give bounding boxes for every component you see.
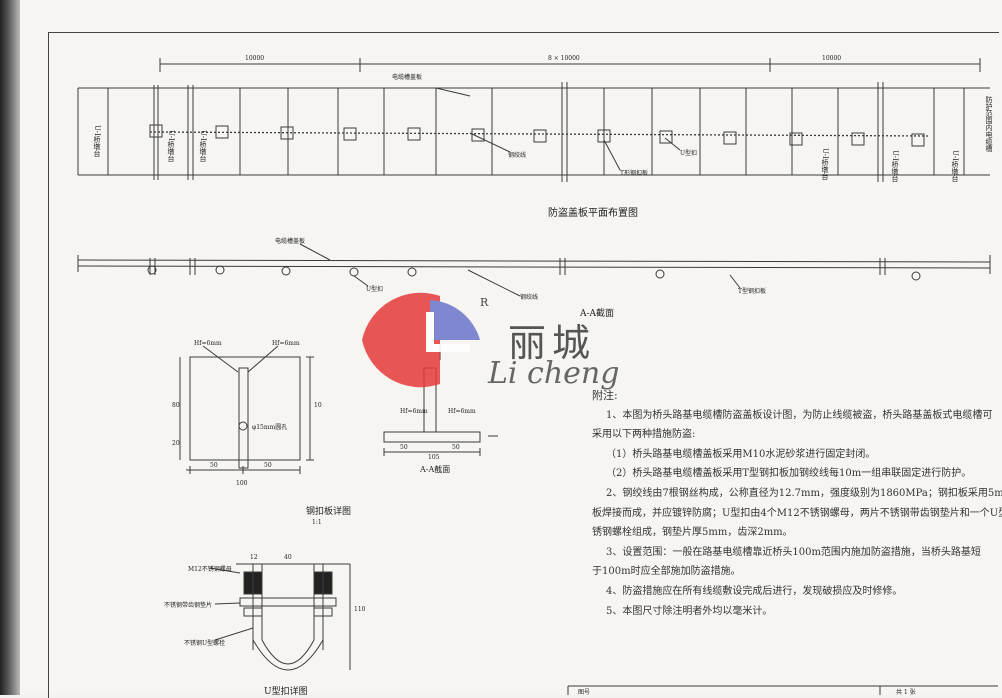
sheet-border: [48, 32, 999, 698]
abutment-label-3: U-I桥墩台: [199, 130, 207, 162]
watermark-brand-cn: 丽城: [508, 321, 597, 365]
dim-middle: 8 × 10000: [548, 55, 580, 62]
note-line: 3、设置范围：一般在路基电缆槽靠近桥头100m范围内施加防盗措施，当桥头路基短: [606, 546, 981, 558]
note-line: 于100m时应全部施加防盗措施。: [592, 566, 741, 578]
note-line: 1、本图为桥头路基电缆槽防盗盖板设计图，为防止线缆被盗，桥头路基盖板式电缆槽可: [606, 409, 993, 421]
section-title: A-A截面: [580, 309, 615, 319]
aa-weld-label-right: Hf=6mm: [448, 408, 476, 415]
u-nut-label: M12不锈钢螺母: [188, 566, 232, 573]
note-line: 5、本图尺寸除注明者外均以毫米计。: [606, 605, 773, 617]
aa-dim-2: 50: [452, 444, 460, 451]
plate-detail-title: 钢扣板详图: [306, 507, 352, 517]
section-u-clip-label: U型扣: [366, 286, 384, 293]
notes-block: 附注: 1、本图为桥头路基电缆槽防盗盖板设计图，为防止线缆被盗，桥头路基盖板式电…: [592, 386, 1002, 621]
u-detail-title: U型扣详图: [264, 687, 308, 697]
plate-dim-5: 20: [172, 440, 180, 447]
aa-dim-3: 105: [428, 454, 440, 461]
watermark-registered-mark: R: [480, 296, 489, 309]
hole-label: φ15mm圆孔: [252, 424, 288, 431]
plate-dim-1: 50: [210, 462, 218, 469]
section-t-plate-label: T型钢扣板: [738, 288, 767, 295]
plate-dim-3: 100: [236, 480, 248, 487]
note-line: 4、防盗措施应在所有线缆敷设完成后进行，发现破损应及时修修。: [606, 585, 903, 597]
watermark-logo: [362, 292, 480, 388]
u-dim-2: 40: [284, 554, 292, 561]
aa-title: A-A截面: [420, 465, 451, 474]
note-line: 锈钢螺栓组成，钢垫片厚5mm，齿深2mm。: [592, 527, 793, 539]
dim-left: 10000: [245, 55, 265, 62]
abutment-label-5: U-I桥墩台: [891, 150, 899, 182]
title-block-drawing-no: 图号: [578, 689, 591, 696]
aa-dim-1: 50: [400, 444, 408, 451]
title-block-sheets: 共 1 张: [896, 689, 916, 696]
note-line: 2、钢绞线由7根钢丝构成，公称直径为12.7mm，强度级别为1860MPa；钢扣…: [606, 487, 1002, 499]
notes-title: 附注:: [592, 389, 618, 402]
plan-title: 防盗盖板平面布置图: [548, 208, 638, 219]
plate-dim-6: 10: [314, 402, 322, 409]
abutment-label-2: U-I桥墩台: [167, 130, 175, 162]
abutment-label-4: U-I桥墩台: [821, 148, 829, 180]
note-line: 板焊接而成，并应镀锌防腐；U型扣由4个M12不锈钢螺母，两片不锈钢带齿钢垫片和一…: [592, 507, 1002, 519]
plan-u-clip-label: U型扣: [680, 150, 698, 157]
weld-label-left: Hf=6mm: [194, 340, 222, 347]
aa-weld-label-left: Hf=6mm: [400, 408, 428, 415]
plate-detail-scale: 1:1: [312, 519, 322, 526]
plan-wire-label: 钢绞线: [508, 152, 527, 159]
watermark-brand-en: Li cheng: [488, 356, 620, 391]
plate-dim-2: 50: [264, 462, 272, 469]
section-cover-label: 电缆槽盖板: [275, 238, 306, 245]
plan-t-plate-label: T形钢扣板: [620, 170, 649, 177]
plate-dim-4: 80: [172, 402, 180, 409]
abutment-label-1: U-I桥墩台: [93, 125, 101, 157]
binding-edge: [0, 0, 20, 695]
dim-right: 10000: [822, 55, 842, 62]
note-line: 采用以下两种措施防盗:: [592, 429, 696, 441]
plan-cover-label: 电缆槽盖板: [392, 74, 423, 81]
side-label: 防护范围内电缆槽: [985, 96, 993, 152]
u-washer-label: 不锈钢带齿钢垫片: [164, 602, 213, 609]
u-dim-1: 12: [250, 554, 258, 561]
u-dim-3: 110: [354, 606, 366, 613]
abutment-label-6: U-I桥墩台: [951, 150, 959, 182]
weld-label-right: Hf=6mm: [272, 340, 300, 347]
note-line: （1）桥头路基电缆槽盖板采用M10水泥砂浆进行固定封闭。: [606, 448, 876, 460]
section-wire-label: 钢绞线: [520, 294, 539, 301]
note-line: （2）桥头路基电缆槽盖板采用T型钢扣板加钢绞线每10m一组串联固定进行防护。: [606, 468, 972, 480]
u-bolt-label: 不锈钢U型螺栓: [184, 640, 226, 647]
